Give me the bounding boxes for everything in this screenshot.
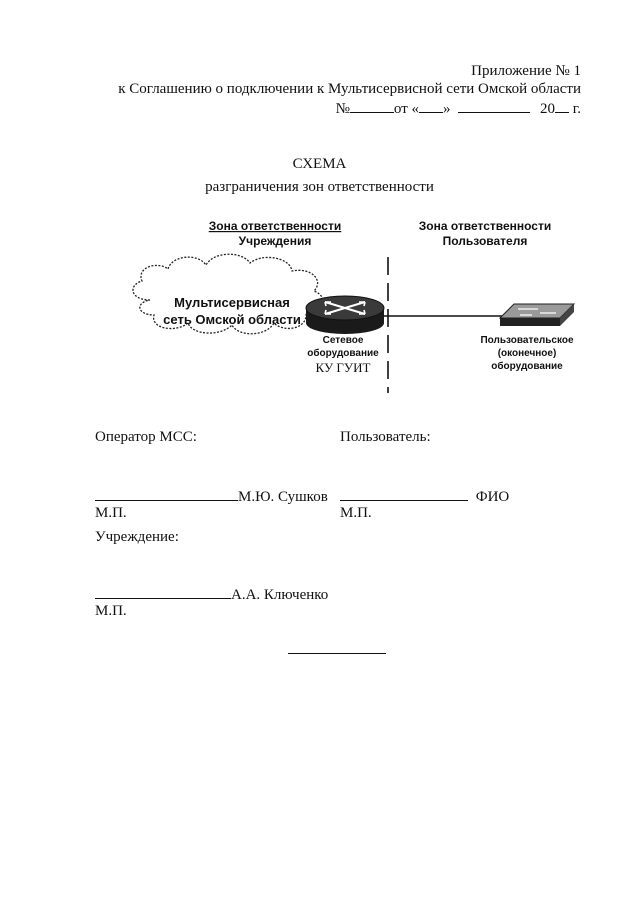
month-blank — [458, 98, 531, 113]
operator-signature-line: М.Ю. Сушков — [95, 486, 328, 506]
day-blank — [419, 98, 444, 113]
user-signature-line: ФИО — [340, 486, 509, 506]
closing-separator — [288, 653, 386, 654]
zone-user-line1: Зона ответственности — [419, 219, 552, 233]
scheme-subtitle: разграничения зон ответственности — [205, 179, 434, 195]
number-blank — [349, 98, 394, 113]
router-label-line1: Сетевое — [323, 335, 364, 346]
institution-name: А.А. Ключенко — [231, 587, 329, 603]
user-equipment-line1: Пользовательское — [480, 335, 573, 346]
switch-icon — [498, 303, 576, 326]
user-equipment-line3: оборудование — [491, 360, 563, 372]
router-icon — [305, 295, 385, 334]
from-label: от « — [393, 101, 420, 117]
stamp-right: М.П. — [340, 505, 372, 521]
user-label: Пользователь: — [340, 429, 431, 445]
operator-name: М.Ю. Сушков — [238, 489, 328, 505]
agreement-number-line: № от « » 20 г. — [336, 98, 581, 118]
cloud-line2: сеть Омской области — [163, 312, 301, 327]
appendix-title: Приложение № 1 — [471, 63, 581, 79]
zone-institution-line1: Зона ответственности — [209, 219, 342, 233]
institution-label: Учреждение: — [95, 529, 179, 545]
number-label: № — [335, 101, 350, 117]
zone-user-line2: Пользователя — [443, 234, 528, 248]
stamp-institution: М.П. — [95, 603, 127, 619]
institution-signature-blank — [95, 584, 231, 599]
operator-signature-blank — [95, 486, 238, 501]
user-signature-blank — [340, 486, 468, 501]
zone-institution-line2: Учреждения — [239, 234, 312, 248]
agreement-line: к Соглашению о подключении к Мультисерви… — [118, 81, 581, 97]
user-name: ФИО — [475, 489, 510, 505]
stamp-left: М.П. — [95, 505, 127, 521]
quote-close: » — [443, 101, 451, 117]
router-owner: КУ ГУИТ — [316, 360, 371, 375]
scheme-title: СХЕМА — [292, 156, 347, 172]
cloud-line1: Мультисервисная — [174, 295, 290, 310]
user-equipment-line2: (оконечное) — [498, 348, 557, 359]
year-suffix: г. — [569, 101, 581, 117]
operator-label: Оператор МСС: — [95, 429, 197, 445]
responsibility-diagram: Зона ответственности Учреждения Зона отв… — [132, 219, 576, 393]
institution-signature-line: А.А. Ключенко — [95, 584, 328, 604]
router-label-line2: оборудование — [307, 347, 379, 359]
year-blank — [555, 98, 570, 113]
year-prefix: 20 — [540, 101, 556, 117]
